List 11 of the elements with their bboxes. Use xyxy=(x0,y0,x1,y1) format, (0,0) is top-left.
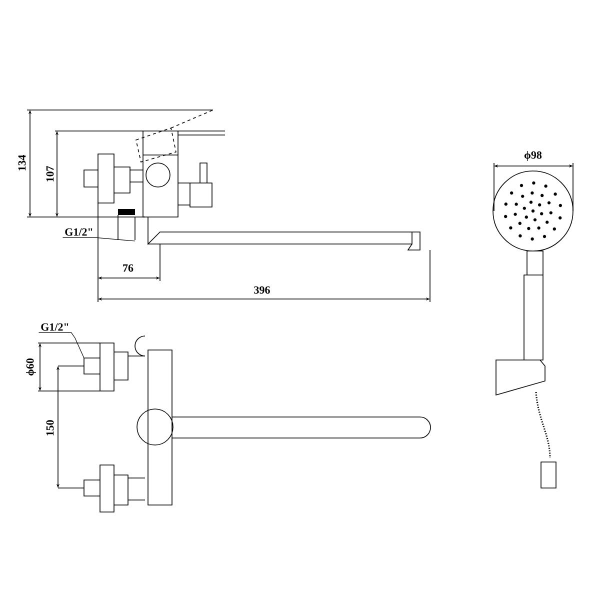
leader-line xyxy=(38,332,84,358)
dimension-label: 107 xyxy=(46,166,54,182)
dimension-label: 150 xyxy=(46,420,54,436)
dimension-label: ϕ60 xyxy=(26,358,36,376)
dimension-label: 134 xyxy=(18,154,26,170)
dimension-label: ϕ98 xyxy=(524,151,542,161)
dimension-label: 396 xyxy=(254,286,270,294)
thread-label: G1/2" xyxy=(41,323,68,331)
dimension-label: 76 xyxy=(123,264,134,272)
leader-line xyxy=(62,237,136,242)
thread-label: G1/2" xyxy=(65,228,92,236)
